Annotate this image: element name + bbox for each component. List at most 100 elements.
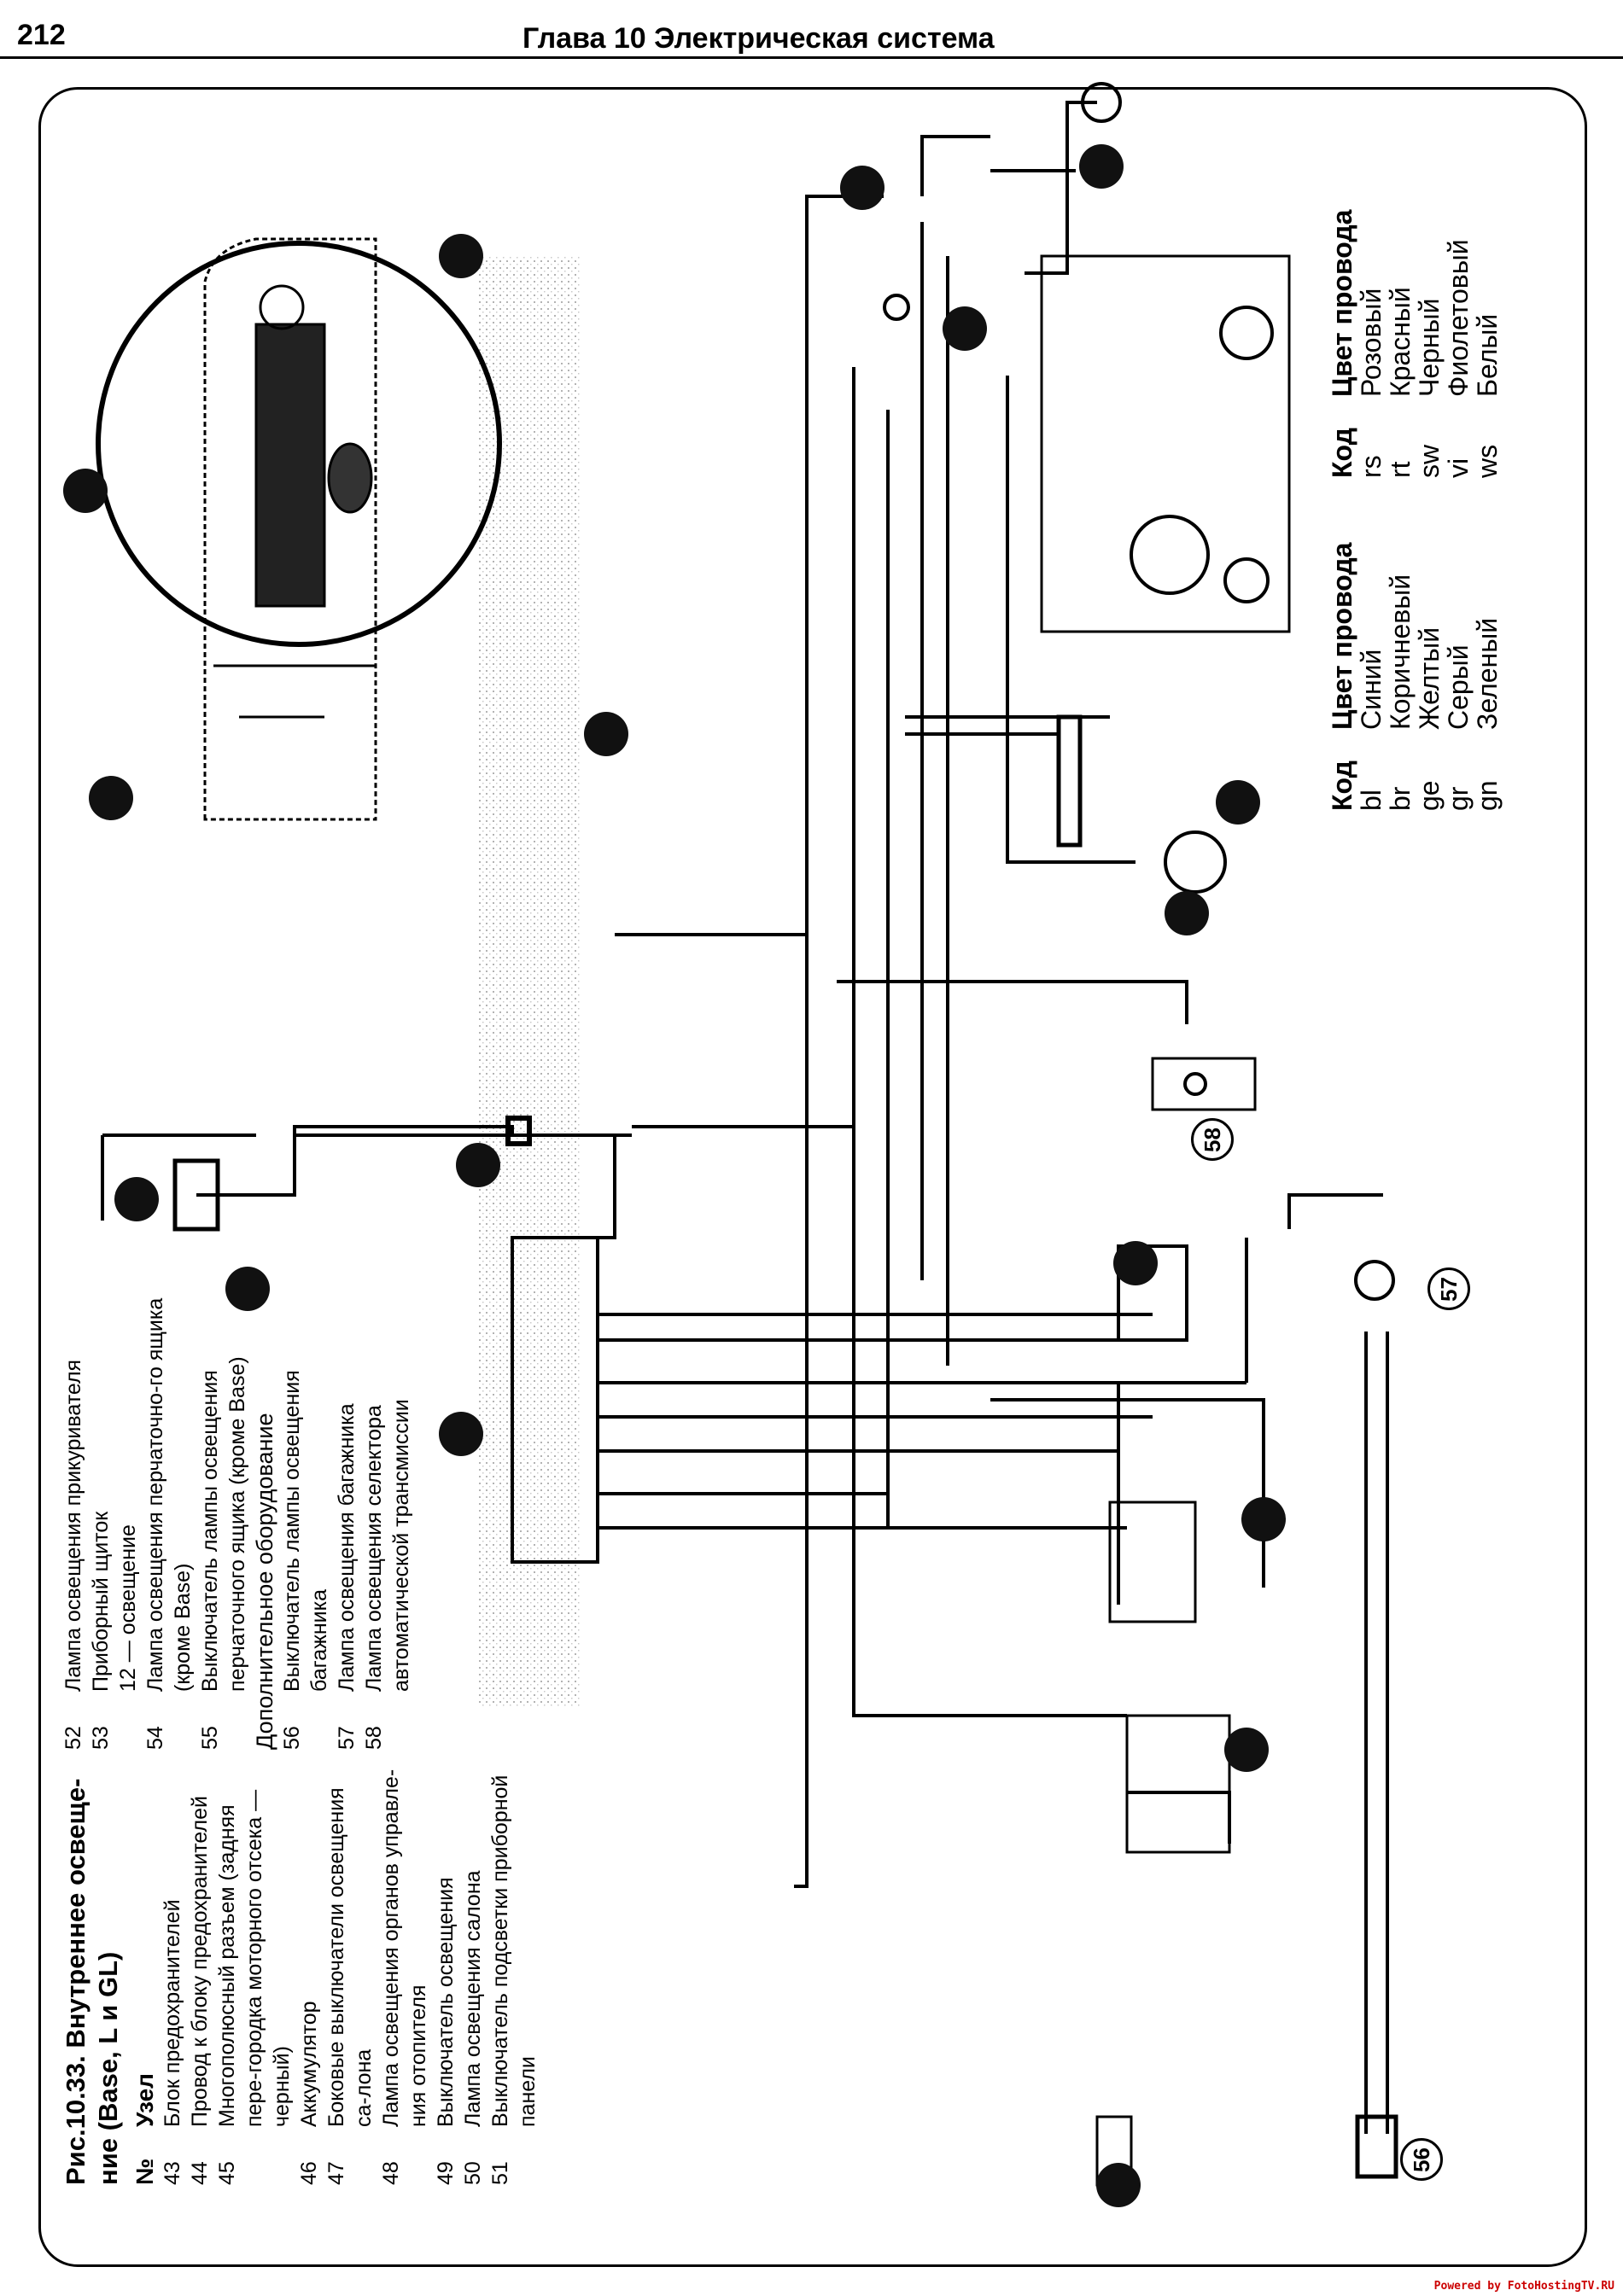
legend-item-text: Приборный щиток (89, 1511, 113, 1692)
callout-56: 56 (1400, 2138, 1443, 2181)
legend-right-column: 52 Лампа освещения прикуривателя 53 Приборн… (60, 1289, 415, 1750)
legend-item: 52 Лампа освещения прикуривателя (60, 1289, 87, 1750)
heater-control-lamp (1125, 1714, 1231, 1854)
legend-item-text: Выключатель подсветки приборной панели (488, 1774, 540, 2127)
legend-item: 55 Выключатель лампы освещения перчаточно… (196, 1289, 251, 1750)
callout-markers (63, 144, 1286, 2207)
legend-item-text: Выключатель освещения (434, 1877, 458, 2127)
wire-code: gr (1443, 786, 1474, 811)
legend-item-number: 56 (280, 1726, 304, 1750)
legend-item-text: Блок предохранителей (161, 1899, 184, 2127)
color-code-row: wsБелый (1472, 210, 1503, 478)
legend-item-number: 48 (379, 2161, 403, 2185)
wire-code: ws (1472, 444, 1503, 478)
legend-item-text: Выключатель лампы освещения перчаточного… (198, 1356, 249, 1692)
wire-code: br (1385, 786, 1416, 811)
callout-marker (225, 1267, 270, 1311)
color-code-row: viФиолетовый (1443, 210, 1474, 478)
color-code-row: gr Серый (1443, 543, 1474, 811)
legend-item-number: 53 (89, 1726, 113, 1750)
legend-item-text: 12 — освещение (116, 1524, 140, 1692)
fuse-box (511, 1236, 599, 1564)
callout-marker (584, 712, 628, 756)
callout-58: 58 (1191, 1118, 1234, 1161)
legend-item-text: Лампа освещения прикуривателя (61, 1359, 85, 1692)
chapter-title: Глава 10 Электрическая система (523, 22, 995, 55)
col-color: Цвет провода (1327, 209, 1357, 397)
legend-item: 53 Приборный щиток (87, 1289, 114, 1750)
legend-item-number: 52 (61, 1726, 85, 1750)
figure-title-line: ние (Base, L и GL) (93, 1951, 123, 2185)
wire-color: Коричневый (1385, 574, 1416, 730)
callout-marker (456, 1143, 500, 1187)
wire-color: Красный (1385, 287, 1416, 397)
glovebox-switch (1117, 1244, 1188, 1342)
connector-block (1056, 714, 1083, 848)
legend-item-number: 49 (434, 2161, 458, 2185)
wire-code: rt (1385, 461, 1416, 478)
callout-marker (89, 776, 133, 820)
legend-item-number: 55 (198, 1726, 222, 1750)
callout-marker (1216, 780, 1260, 825)
callout-marker (63, 469, 108, 513)
legend-item: 49 Выключатель освещения (432, 1758, 459, 2185)
dashboard-illustration (96, 237, 502, 821)
callout-marker (1241, 1497, 1286, 1541)
callout-marker (1165, 891, 1209, 935)
wire-color: Розовый (1356, 288, 1387, 397)
color-code-row: ge Желтый (1414, 543, 1445, 811)
optional-heading: Дополнительное оборудование (252, 1413, 277, 1751)
color-code-row: br Коричневый (1385, 543, 1416, 811)
legend-item-text: Многополюсный разъем (задняя пере-городк… (215, 1789, 294, 2127)
legend-col-name: Узел (131, 2073, 158, 2127)
callout-marker (943, 306, 987, 351)
rotated-content: Рис.10.33. Внутреннее освеще- ние (Base,… (43, 94, 1588, 2262)
legend-item: 47 Боковые выключатели освещения са-лона (323, 1758, 377, 2185)
callout-marker (1224, 1728, 1269, 1772)
wire-code: vi (1443, 457, 1474, 478)
page-number: 212 (17, 19, 66, 51)
wire-color: Серый (1443, 644, 1474, 730)
legend-header: № Узел (131, 1758, 159, 2185)
col-color: Цвет провода (1327, 542, 1357, 730)
legend-item-text: Боковые выключатели освещения са-лона (324, 1787, 376, 2127)
wire-color: Желтый (1414, 626, 1445, 730)
legend-item-number: 54 (143, 1726, 167, 1750)
legend-item-text: Аккумулятор (297, 2001, 321, 2127)
legend-item-text: Лампа освещения селектора автоматической… (362, 1399, 413, 1692)
header-rule (0, 56, 1623, 59)
col-code: Код (1327, 428, 1357, 478)
color-code-row: rt Красный (1385, 210, 1416, 478)
battery (172, 1158, 220, 1232)
legend-item-text: Лампа освещения перчаточно-го ящика (кро… (143, 1297, 195, 1692)
wire-code: ge (1414, 780, 1445, 811)
legend-item-number: 47 (324, 2161, 348, 2185)
wire-code: sw (1414, 444, 1445, 478)
legend-item-number: 44 (188, 2161, 212, 2185)
callout-marker (1079, 144, 1124, 189)
halftone-band (478, 256, 581, 1707)
lighter-lamp (1164, 830, 1227, 894)
steering-wheel (96, 241, 502, 647)
instrument-display (254, 323, 326, 608)
legend-col-num: № (131, 2158, 158, 2185)
legend-item-text: Лампа освещения багажника (335, 1403, 359, 1692)
wire-color: Черный (1414, 298, 1445, 397)
interior-lamp (1151, 1057, 1257, 1111)
legend-item: 54 Лампа освещения перчаточно-го ящика (к… (142, 1289, 196, 1750)
callout-marker (114, 1177, 159, 1221)
callout-marker (439, 234, 483, 278)
trunk-lamp (1354, 1260, 1395, 1301)
callout-57: 57 (1427, 1267, 1470, 1310)
